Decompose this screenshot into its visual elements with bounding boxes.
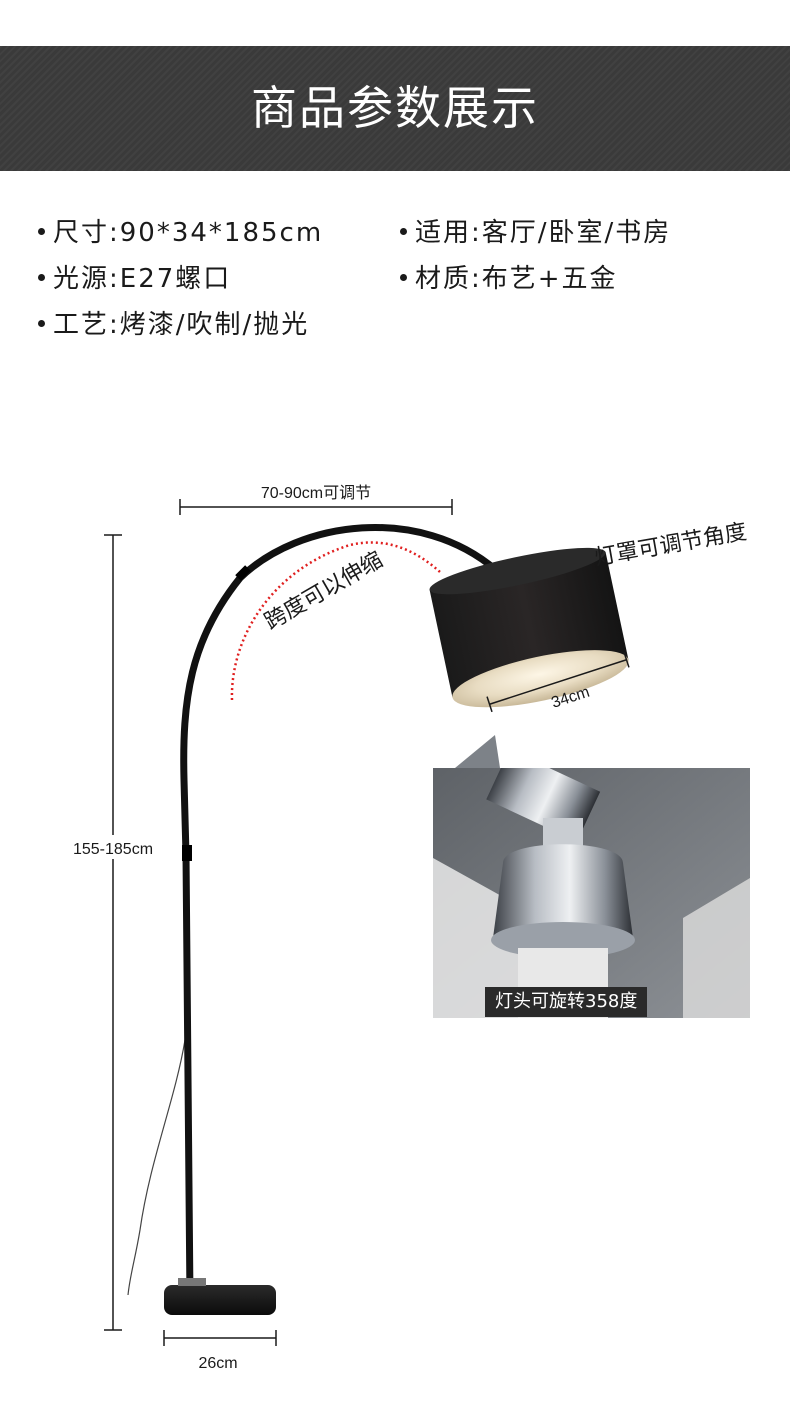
lamp-base xyxy=(164,1278,276,1315)
lamp-shade xyxy=(429,547,629,708)
spec-size: 尺寸:90*34*185cm xyxy=(38,212,323,249)
banner-title: 商品参数展示 xyxy=(251,81,539,135)
height-range-label: 155-185cm xyxy=(73,841,153,858)
spec-light-source-text: 光源:E27螺口 xyxy=(53,264,232,294)
height-label-bg xyxy=(62,835,166,859)
bullet-icon xyxy=(38,228,45,235)
pole-joint xyxy=(182,845,192,861)
chrome-socket-illustration xyxy=(433,768,750,1018)
arc-note-label: 跨度可以伸缩 xyxy=(261,548,388,636)
spec-material: 材质:布艺+五金 xyxy=(400,258,618,295)
bullet-icon xyxy=(400,228,407,235)
bullet-icon xyxy=(38,320,45,327)
shade-dimension-line xyxy=(486,651,630,713)
detail-photo-caption: 灯头可旋转358度 xyxy=(485,987,648,1017)
spec-light-source: 光源:E27螺口 xyxy=(38,258,231,295)
lamp-head-detail-photo xyxy=(433,768,750,1018)
base-width-label: 26cm xyxy=(198,1355,237,1372)
spec-craft-text: 工艺:烤漆/吹制/抛光 xyxy=(53,310,310,340)
span-dimension-line xyxy=(179,499,453,515)
span-adjust-dotted-arc xyxy=(230,541,441,701)
spec-usage: 适用:客厅/卧室/书房 xyxy=(400,212,671,249)
bullet-icon xyxy=(400,274,407,281)
base-dimension-line xyxy=(163,1330,277,1346)
power-cord xyxy=(127,1039,186,1296)
height-dimension-line xyxy=(104,534,122,1331)
spec-usage-text: 适用:客厅/卧室/书房 xyxy=(415,218,672,248)
spec-size-text: 尺寸:90*34*185cm xyxy=(53,218,324,248)
detail-callout-pointer xyxy=(455,735,500,768)
spec-craft: 工艺:烤漆/吹制/抛光 xyxy=(38,304,309,341)
span-width-label: 70-90cm可调节 xyxy=(261,484,371,502)
shade-note-label: 灯罩可调节角度 xyxy=(593,520,749,571)
header-banner: 商品参数展示 xyxy=(0,46,790,171)
spec-material-text: 材质:布艺+五金 xyxy=(415,264,618,294)
bullet-icon xyxy=(38,274,45,281)
arc-joint xyxy=(235,565,251,581)
